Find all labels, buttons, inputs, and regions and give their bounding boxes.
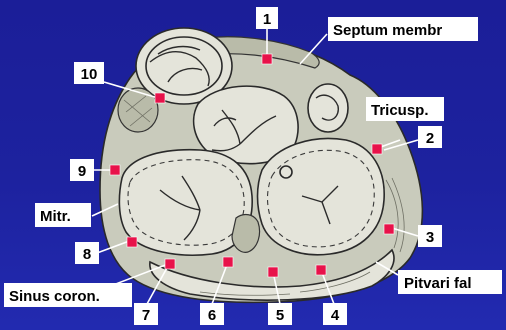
tag-9: 9	[70, 159, 94, 181]
tag-1: 1	[256, 7, 278, 29]
marker-2	[372, 144, 382, 154]
svg-text:6: 6	[208, 307, 216, 324]
tag-4: 4	[323, 303, 347, 325]
svg-text:Mitr.: Mitr.	[40, 208, 71, 225]
svg-text:Tricusp.: Tricusp.	[371, 102, 429, 119]
tag-3: 3	[418, 225, 442, 247]
tag-5: 5	[268, 303, 292, 325]
svg-text:5: 5	[276, 307, 284, 324]
marker-7	[165, 259, 175, 269]
svg-text:1: 1	[263, 11, 271, 28]
tag-6: 6	[200, 303, 224, 325]
svg-text:9: 9	[78, 163, 86, 180]
svg-text:Sinus coron.: Sinus coron.	[9, 288, 100, 305]
marker-4	[316, 265, 326, 275]
right-small-ring	[308, 84, 348, 132]
label-sinus-coron: Sinus coron.	[4, 283, 132, 307]
svg-text:7: 7	[142, 307, 150, 324]
svg-text:8: 8	[83, 246, 91, 263]
marker-10	[155, 93, 165, 103]
label-mitr: Mitr.	[35, 203, 91, 227]
svg-text:2: 2	[426, 130, 434, 147]
svg-text:Pitvari fal: Pitvari fal	[404, 275, 472, 292]
marker-5	[268, 267, 278, 277]
svg-text:4: 4	[331, 307, 340, 324]
svg-text:10: 10	[81, 66, 98, 83]
marker-6	[223, 257, 233, 267]
septum-column	[232, 215, 260, 253]
label-septum-membr: Septum membr	[328, 17, 478, 41]
tricuspid-chamber	[258, 138, 385, 254]
label-pitvari-fal: Pitvari fal	[398, 270, 502, 294]
tag-7: 7	[134, 303, 158, 325]
heart-illustration	[100, 28, 422, 302]
marker-9	[110, 165, 120, 175]
marker-1	[262, 54, 272, 64]
tag-10: 10	[74, 62, 104, 84]
label-tricusp: Tricusp.	[366, 97, 444, 121]
left-small-ring	[118, 88, 158, 132]
marker-3	[384, 224, 394, 234]
tag-8: 8	[75, 242, 99, 264]
tag-2: 2	[418, 126, 442, 148]
svg-text:Septum membr: Septum membr	[333, 22, 442, 39]
marker-8	[127, 237, 137, 247]
svg-text:3: 3	[426, 229, 434, 246]
